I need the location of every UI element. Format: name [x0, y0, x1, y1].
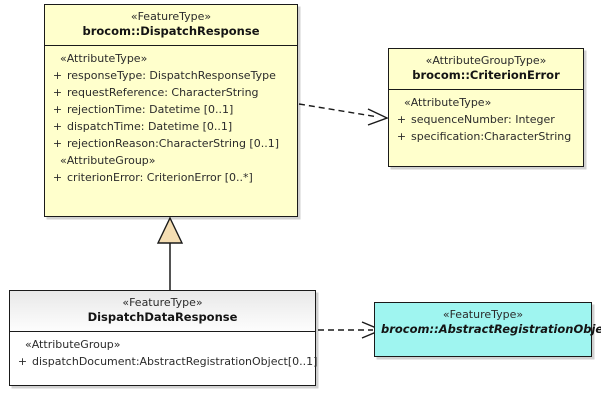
attribute-row[interactable]: + sequenceNumber: Integer: [392, 111, 580, 128]
attribute-visibility: +: [52, 120, 63, 133]
attribute-visibility: +: [396, 113, 407, 126]
class-stereotype: «AttributeGroupType»: [425, 54, 547, 67]
attribute-row[interactable]: + requestReference: CharacterString: [48, 84, 294, 101]
class-header: «FeatureType» DispatchDataResponse: [10, 291, 315, 332]
attribute-visibility: +: [17, 355, 28, 368]
class-name: DispatchDataResponse: [87, 310, 238, 324]
class-header: «AttributeGroupType» brocom::CriterionEr…: [389, 49, 583, 90]
attribute-text: rejectionReason:CharacterString [0..1]: [67, 137, 279, 150]
class-stereotype: «FeatureType»: [442, 308, 524, 321]
class-stereotype: «FeatureType»: [122, 296, 203, 309]
attribute-visibility: +: [52, 69, 63, 82]
attribute-visibility: +: [52, 137, 63, 150]
class-header: «FeatureType» brocom::AbstractRegistrati…: [375, 303, 601, 343]
class-box-abstract-registration-object[interactable]: «FeatureType» brocom::AbstractRegistrati…: [374, 302, 601, 357]
class-box-criterion-error[interactable]: «AttributeGroupType» brocom::CriterionEr…: [388, 48, 584, 167]
class-box-dispatch-response[interactable]: «FeatureType» brocom::DispatchResponse «…: [44, 4, 298, 217]
attribute-text: criterionError: CriterionError [0..*]: [67, 171, 253, 184]
attribute-text: dispatchTime: Datetime [0..1]: [67, 120, 233, 133]
attribute-text: responseType: DispatchResponseType: [67, 69, 276, 82]
attribute-visibility: +: [52, 103, 63, 116]
attribute-visibility: +: [52, 86, 63, 99]
class-header: «FeatureType» brocom::DispatchResponse: [45, 5, 297, 46]
class-stereotype: «FeatureType»: [130, 10, 212, 23]
attribute-text: specification:CharacterString: [411, 130, 572, 143]
attribute-group-label: «AttributeType»: [404, 96, 492, 109]
attribute-group-label: «AttributeGroup»: [25, 338, 121, 351]
attribute-row[interactable]: + criterionError: CriterionError [0..*]: [48, 169, 294, 186]
class-box-dispatch-data-response[interactable]: «FeatureType» DispatchDataResponse «Attr…: [9, 290, 318, 386]
attribute-row[interactable]: + dispatchDocument:AbstractRegistrationO…: [13, 353, 318, 370]
class-attributes-compartment: «AttributeType» + sequenceNumber: Intege…: [389, 90, 583, 150]
attribute-text: dispatchDocument:AbstractRegistrationObj…: [32, 355, 318, 368]
attribute-row[interactable]: + rejectionTime: Datetime [0..1]: [48, 101, 294, 118]
attribute-text: sequenceNumber: Integer: [411, 113, 555, 126]
attribute-visibility: +: [52, 171, 63, 184]
class-name: brocom::CriterionError: [412, 68, 560, 82]
hollow-triangle-arrow-head: [156, 216, 184, 244]
open-arrow-head: [367, 108, 389, 126]
attribute-group-label: «AttributeType»: [60, 52, 148, 65]
attribute-text: rejectionTime: Datetime [0..1]: [67, 103, 234, 116]
class-name: brocom::AbstractRegistrationObject: [381, 322, 601, 336]
class-name: brocom::DispatchResponse: [82, 24, 260, 38]
class-attributes-compartment: «AttributeType» + responseType: Dispatch…: [45, 46, 297, 191]
attribute-row[interactable]: + rejectionReason:CharacterString [0..1]: [48, 135, 294, 152]
attribute-visibility: +: [396, 130, 407, 143]
class-attributes-compartment: «AttributeGroup» + dispatchDocument:Abst…: [10, 332, 318, 375]
attribute-row[interactable]: + responseType: DispatchResponseType: [48, 67, 294, 84]
dependency-dispatchdataresponse-to-abstractregistrationobject: [318, 321, 383, 339]
attribute-group-label: «AttributeGroup»: [60, 154, 156, 167]
attribute-row[interactable]: + dispatchTime: Datetime [0..1]: [48, 118, 294, 135]
dependency-dispatchresponse-to-criterionerror: [298, 103, 389, 126]
attribute-text: requestReference: CharacterString: [67, 86, 259, 99]
dependency-line: [298, 103, 379, 118]
generalization-dispatchdataresponse-to-dispatchresponse: [156, 216, 184, 290]
attribute-row[interactable]: + specification:CharacterString: [392, 128, 580, 145]
